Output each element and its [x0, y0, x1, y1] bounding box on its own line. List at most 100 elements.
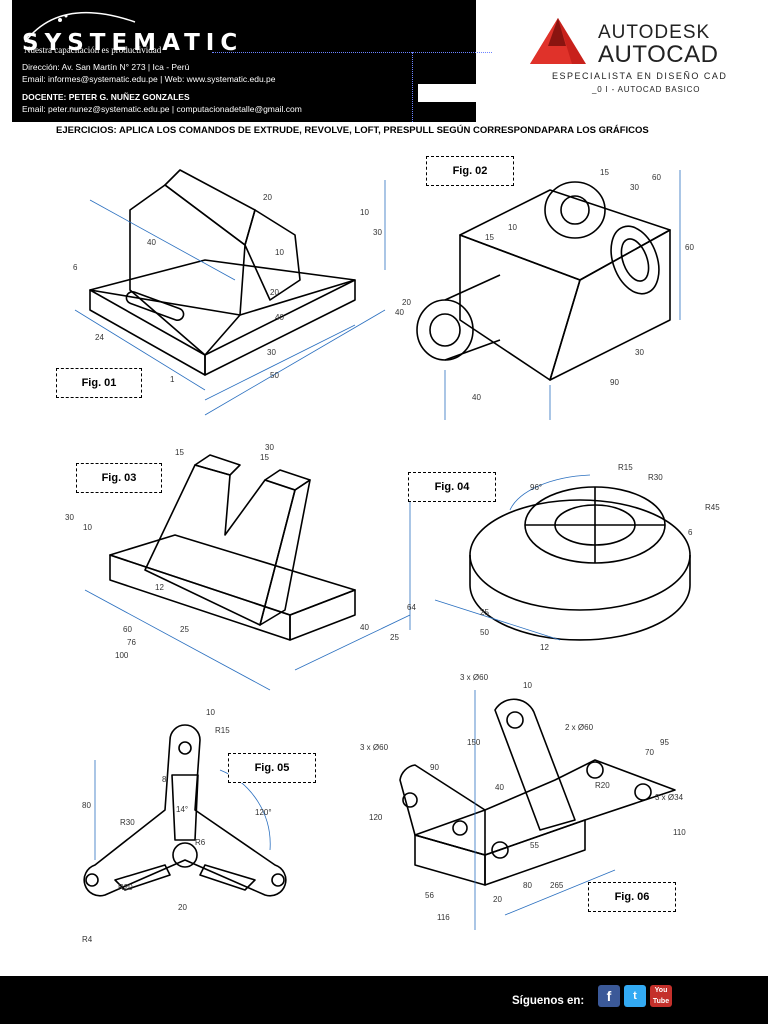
brand-tagline: ESPECIALISTA EN DISEÑO CAD — [552, 71, 728, 81]
dim-label: 80 — [82, 801, 91, 810]
dim-label: 96° — [530, 483, 542, 492]
dim-label: R20 — [118, 883, 133, 892]
dim-label: 12 — [155, 583, 164, 592]
fig-02-label: Fig. 02 — [426, 156, 514, 186]
dim-label: 150 — [467, 738, 481, 747]
dim-label: 70 — [645, 748, 654, 757]
dim-label: 6 — [73, 263, 78, 272]
dim-label: R15 — [215, 726, 230, 735]
dim-label: 100 — [115, 651, 129, 660]
dim-label: 10 — [523, 681, 532, 690]
dim-label: 2 x Ø60 — [565, 723, 594, 732]
dim-label: 110 — [673, 828, 686, 837]
dim-label: 56 — [425, 891, 434, 900]
dim-label: 6 — [688, 528, 693, 537]
dim-label: 10 — [206, 708, 215, 717]
dim-label: 40 — [147, 238, 156, 247]
dim-label: 55 — [530, 841, 539, 850]
dim-label: R4 — [82, 935, 93, 944]
dim-label: 95 — [660, 738, 669, 747]
dim-label: 15 — [600, 168, 609, 177]
figure-05-drawing: 10 R15 8 14° 80 R30 120° R6 R20 20 R4 — [82, 708, 287, 944]
dim-label: 25 — [180, 625, 189, 634]
dim-label: 40 — [275, 313, 284, 322]
dim-label: 30 — [630, 183, 639, 192]
figure-03-drawing: 30 15 15 30 10 100 76 60 25 64 40 25 12 — [65, 443, 416, 691]
dim-label: 24 — [95, 333, 104, 342]
dim-label: 20 — [263, 193, 272, 202]
company-slogan: Nuestra capacitación es productividad — [24, 45, 162, 55]
divider — [412, 52, 413, 122]
dim-label: 116 — [437, 913, 450, 922]
dim-label: 90 — [430, 763, 439, 772]
figure-02-drawing: 15 30 60 15 10 40 20 40 30 90 60 — [395, 168, 694, 420]
dim-label: 120 — [369, 813, 383, 822]
dim-label: 30 — [267, 348, 276, 357]
dim-label: 30 — [265, 443, 274, 452]
divider — [212, 52, 492, 53]
dim-label: 25 — [480, 608, 489, 617]
dim-label: 25 — [390, 633, 399, 642]
dim-label: 20 — [402, 298, 411, 307]
dim-label: R20 — [595, 781, 610, 790]
dim-label: 76 — [127, 638, 136, 647]
figure-04-drawing: 96° R15 R30 R45 6 25 50 12 — [434, 463, 720, 652]
dim-label: R30 — [120, 818, 135, 827]
dim-label: 90 — [610, 378, 619, 387]
autocad-brand: AUTODESK AUTOCAD — [528, 16, 728, 96]
dim-label: 15 — [175, 448, 184, 457]
fig-03-label: Fig. 03 — [76, 463, 162, 493]
dim-label: R15 — [618, 463, 633, 472]
dim-label: 40 — [360, 623, 369, 632]
dim-label: 20 — [270, 288, 279, 297]
company-logo: SYSTEMATIC — [22, 30, 244, 56]
dim-label: 12 — [540, 643, 549, 652]
figure-06-drawing: 3 x Ø60 10 2 x Ø60 150 40 70 95 3 x Ø60 … — [360, 673, 686, 930]
dim-label: R6 — [195, 838, 206, 847]
dim-label: 60 — [123, 625, 132, 634]
brand-name-line2: AUTOCAD — [598, 41, 719, 68]
twitter-icon[interactable]: t — [624, 985, 646, 1007]
course-name: _0 I - AUTOCAD BASICO — [592, 85, 701, 94]
fig-04-label: Fig. 04 — [408, 472, 496, 502]
dim-label: 8 — [162, 775, 167, 784]
dim-label: 3 x Ø60 — [460, 673, 489, 682]
dim-label: 15 — [485, 233, 494, 242]
dim-label: 3 x Ø34 — [655, 793, 684, 802]
dim-label: 15 — [260, 453, 269, 462]
systematic-swoosh-icon — [24, 11, 136, 43]
address-text: Dirección: Av. San Martín N° 273 | Ica -… — [22, 62, 190, 72]
dim-label: R45 — [705, 503, 720, 512]
instructions-text: EJERCICIOS: APLICA LOS COMANDOS DE EXTRU… — [56, 125, 649, 136]
dim-label: 40 — [495, 783, 504, 792]
dim-label: 30 — [635, 348, 644, 357]
fig-01-label: Fig. 01 — [56, 368, 142, 398]
figure-01-drawing: 20 10 30 10 40 6 20 40 24 30 50 1 — [73, 169, 386, 416]
dim-label: 40 — [395, 308, 404, 317]
dim-label: 60 — [652, 173, 661, 182]
dim-label: 80 — [523, 881, 532, 890]
header-banner: SYSTEMATIC Nuestra capacitación es produ… — [12, 0, 492, 122]
dim-label: 10 — [508, 223, 517, 232]
dim-label: 14° — [176, 805, 188, 814]
dim-label: 64 — [407, 603, 416, 612]
dim-label: 30 — [373, 228, 382, 237]
dim-label: 10 — [83, 523, 92, 532]
dim-label: 20 — [178, 903, 187, 912]
dim-label: 1 — [170, 375, 175, 384]
dim-label: R30 — [648, 473, 663, 482]
dim-label: 120° — [255, 808, 272, 817]
follow-us-text: Síguenos en: — [512, 995, 585, 1007]
dim-label: 10 — [360, 208, 369, 217]
dim-label: 20 — [493, 895, 502, 904]
dim-label: 60 — [685, 243, 694, 252]
dim-label: 265 — [550, 881, 564, 890]
email-web-text: Email: informes@systematic.edu.pe | Web:… — [22, 74, 276, 84]
facebook-icon[interactable]: f — [598, 985, 620, 1007]
blank-box — [418, 84, 488, 102]
dim-label: 30 — [65, 513, 74, 522]
fig-06-label: Fig. 06 — [588, 882, 676, 912]
autocad-logo-icon — [530, 18, 586, 64]
dim-label: 40 — [472, 393, 481, 402]
